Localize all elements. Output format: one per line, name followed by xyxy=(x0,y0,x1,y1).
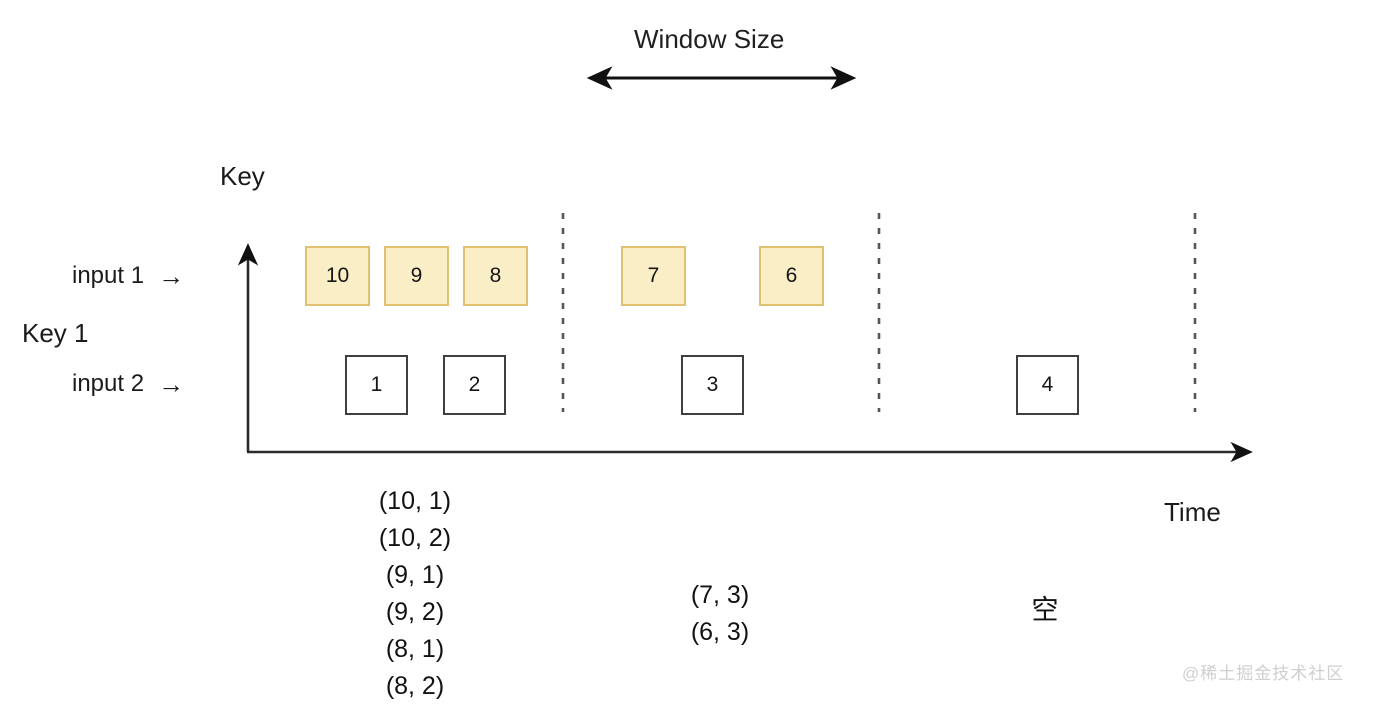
y-axis-label: Key xyxy=(220,161,265,191)
window-size-label: Window Size xyxy=(634,24,785,54)
result-pair: (8, 2) xyxy=(385,672,445,700)
event-box-input1[interactable]: 7 xyxy=(621,246,686,306)
result-pair: (10, 1) xyxy=(378,487,452,515)
key-group-label: Key 1 xyxy=(22,318,89,348)
result-pair: (9, 1) xyxy=(385,561,445,589)
input-1-row-label: input 1 → xyxy=(72,261,184,291)
event-box-input2[interactable]: 4 xyxy=(1016,355,1079,415)
result-empty-marker: 空 xyxy=(1031,595,1059,625)
event-box-input2[interactable]: 1 xyxy=(345,355,408,415)
event-box-input2[interactable]: 3 xyxy=(681,355,744,415)
watermark: @稀土掘金技术社区 xyxy=(1182,664,1345,683)
result-pair: (9, 2) xyxy=(385,598,445,626)
event-box-input1[interactable]: 10 xyxy=(305,246,370,306)
input-2-row-label: input 2 → xyxy=(72,369,184,399)
event-box-input1[interactable]: 9 xyxy=(384,246,449,306)
result-pair: (10, 2) xyxy=(378,524,452,552)
event-box-input1[interactable]: 8 xyxy=(463,246,528,306)
right-arrow-icon: → xyxy=(158,261,184,291)
right-arrow-icon: → xyxy=(158,369,184,399)
result-column-window-2: (7, 3) (6, 3) xyxy=(620,577,820,651)
result-column-window-1: (10, 1) (10, 2) (9, 1) (9, 2) (8, 1) (8,… xyxy=(300,483,530,705)
result-column-window-3: 空 xyxy=(960,592,1130,629)
input-1-label-text: input 1 xyxy=(72,262,145,289)
event-box-input1[interactable]: 6 xyxy=(759,246,824,306)
x-axis-label: Time xyxy=(1164,497,1221,527)
input-2-label-text: input 2 xyxy=(72,370,145,397)
event-box-input2[interactable]: 2 xyxy=(443,355,506,415)
result-pair: (8, 1) xyxy=(385,635,445,663)
result-pair: (7, 3) xyxy=(690,581,750,609)
result-pair: (6, 3) xyxy=(690,618,750,646)
